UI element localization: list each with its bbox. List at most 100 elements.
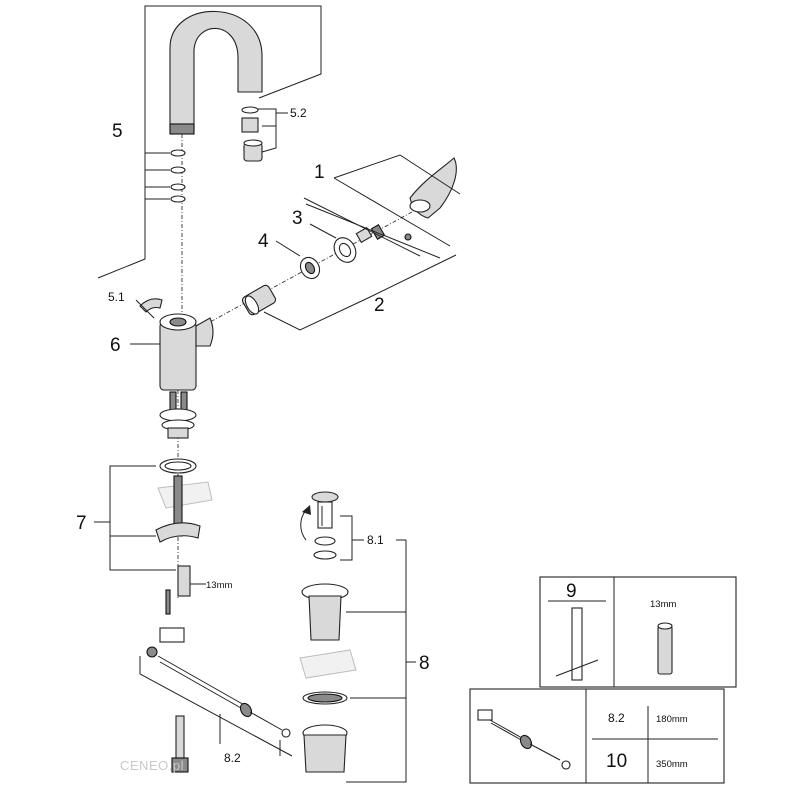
basin-ghost (299, 649, 357, 679)
mixer-body: 6 (110, 313, 214, 460)
leader-8-1 (340, 515, 353, 561)
rod-stop (239, 702, 253, 718)
tool-size-13mm: 13mm (650, 599, 676, 610)
pull-rod-2 (159, 661, 249, 713)
lever-pin (370, 224, 386, 240)
cap-nut-3-bore (338, 242, 352, 258)
leader-4 (275, 240, 301, 257)
aerator-washer (241, 106, 259, 114)
spout-assembly: 5 5.2 (97, 5, 322, 320)
callout-8-1: 8.1 (367, 533, 384, 547)
rod-table-350mm: 350mm (656, 759, 688, 770)
leader-7 (109, 465, 176, 571)
label-13mm: 13mm (206, 580, 232, 591)
waste-gasket-inner (307, 693, 343, 703)
pop-up-waste: 8.1 8 8.2 (139, 491, 430, 783)
lever-screw (404, 233, 412, 241)
spout-o-ring-1 (170, 149, 186, 157)
leader-1-c (305, 203, 441, 259)
callout-8-2: 8.2 (224, 751, 241, 765)
locking-ring-4-bore (304, 261, 316, 275)
rotation-arrow-head (302, 505, 311, 515)
countertop-ghost (157, 481, 213, 509)
rod-table-180mm: 180mm (656, 714, 688, 725)
pull-rod (157, 655, 247, 707)
cartridge-flange (244, 295, 260, 315)
rod-table-nut (561, 760, 571, 770)
base-washer (159, 408, 197, 422)
leader-8 (346, 540, 407, 783)
leader-8-2-a (139, 656, 293, 757)
fixing-o-ring-inner (164, 461, 192, 471)
leader-1-b (333, 177, 451, 247)
rod-table-stop (519, 734, 533, 750)
lever-hub (409, 199, 431, 213)
rod-table-rod (489, 719, 523, 739)
callout-1: 1 (314, 162, 325, 183)
fixing-set: 7 13mm (76, 458, 232, 615)
tool-key-shaft (571, 607, 583, 681)
spout-body (169, 10, 263, 131)
callout-5: 5 (112, 121, 123, 142)
rotation-arrow (300, 509, 307, 541)
leader-5-1 (135, 299, 155, 319)
rod-table-10: 10 (606, 751, 627, 772)
spout-o-ring-2 (170, 166, 186, 174)
hose-nut (171, 757, 189, 773)
leader-5-top (144, 5, 322, 99)
callout-4: 4 (258, 231, 269, 252)
spout-o-ring-3 (170, 183, 186, 191)
waste-body-upper (308, 595, 342, 641)
leader-5-2 (258, 108, 277, 153)
rod-table-clamp (477, 709, 493, 721)
rod-table-rod-2 (490, 722, 524, 742)
aerator-insert (241, 117, 259, 133)
tool-number-9: 9 (566, 581, 577, 602)
small-screw (165, 589, 171, 615)
rod-table-frame (469, 688, 725, 784)
callout-5-1: 5.1 (108, 290, 125, 304)
leader-3 (309, 223, 337, 239)
cartridge-adapter (355, 226, 373, 244)
plug-washer-2 (313, 550, 337, 560)
plug-stem (317, 501, 333, 529)
plug-head (311, 491, 339, 503)
rod-table-rod-3 (529, 743, 561, 761)
rod-nut (281, 728, 291, 738)
body-cartridge-seat (195, 317, 214, 347)
fixing-nut-13mm (177, 565, 191, 597)
aerator-housing-top (243, 139, 263, 147)
tool-nut-top (657, 622, 673, 630)
tool-nut (657, 625, 673, 675)
fixing-plate (155, 522, 201, 543)
spout-o-ring-4 (170, 195, 186, 203)
callout-6: 6 (110, 335, 121, 356)
leader-1 (333, 154, 461, 195)
spout-thread (169, 123, 195, 135)
supply-hose (175, 715, 185, 759)
plug-washer (314, 536, 336, 546)
lever-cartridge-assembly: 1 3 4 2 (209, 154, 461, 331)
rod-table: 8.2 180mm 10 350mm (469, 688, 725, 784)
tool-key-handle (555, 659, 599, 677)
pull-rod-3 (249, 711, 283, 731)
base-nut (167, 427, 189, 439)
callout-8: 8 (419, 653, 430, 674)
watermark: CENEO.pl (120, 758, 184, 773)
rod-table-8-2: 8.2 (608, 711, 625, 725)
tool-table: 9 13mm (539, 576, 737, 688)
leader-2 (263, 254, 457, 331)
callout-2: 2 (374, 295, 385, 316)
rod-clamp (159, 627, 185, 643)
body-column (159, 321, 197, 391)
body-top-bore (169, 317, 187, 327)
leader-1-d (303, 197, 421, 257)
leader-5-side (97, 88, 146, 279)
callout-3: 3 (292, 208, 303, 229)
callout-7: 7 (76, 513, 87, 534)
clip-assembly: 5.1 (108, 290, 163, 319)
callout-5-2: 5.2 (290, 106, 307, 120)
rod-ball (146, 646, 158, 658)
waste-body-lower (303, 734, 347, 773)
